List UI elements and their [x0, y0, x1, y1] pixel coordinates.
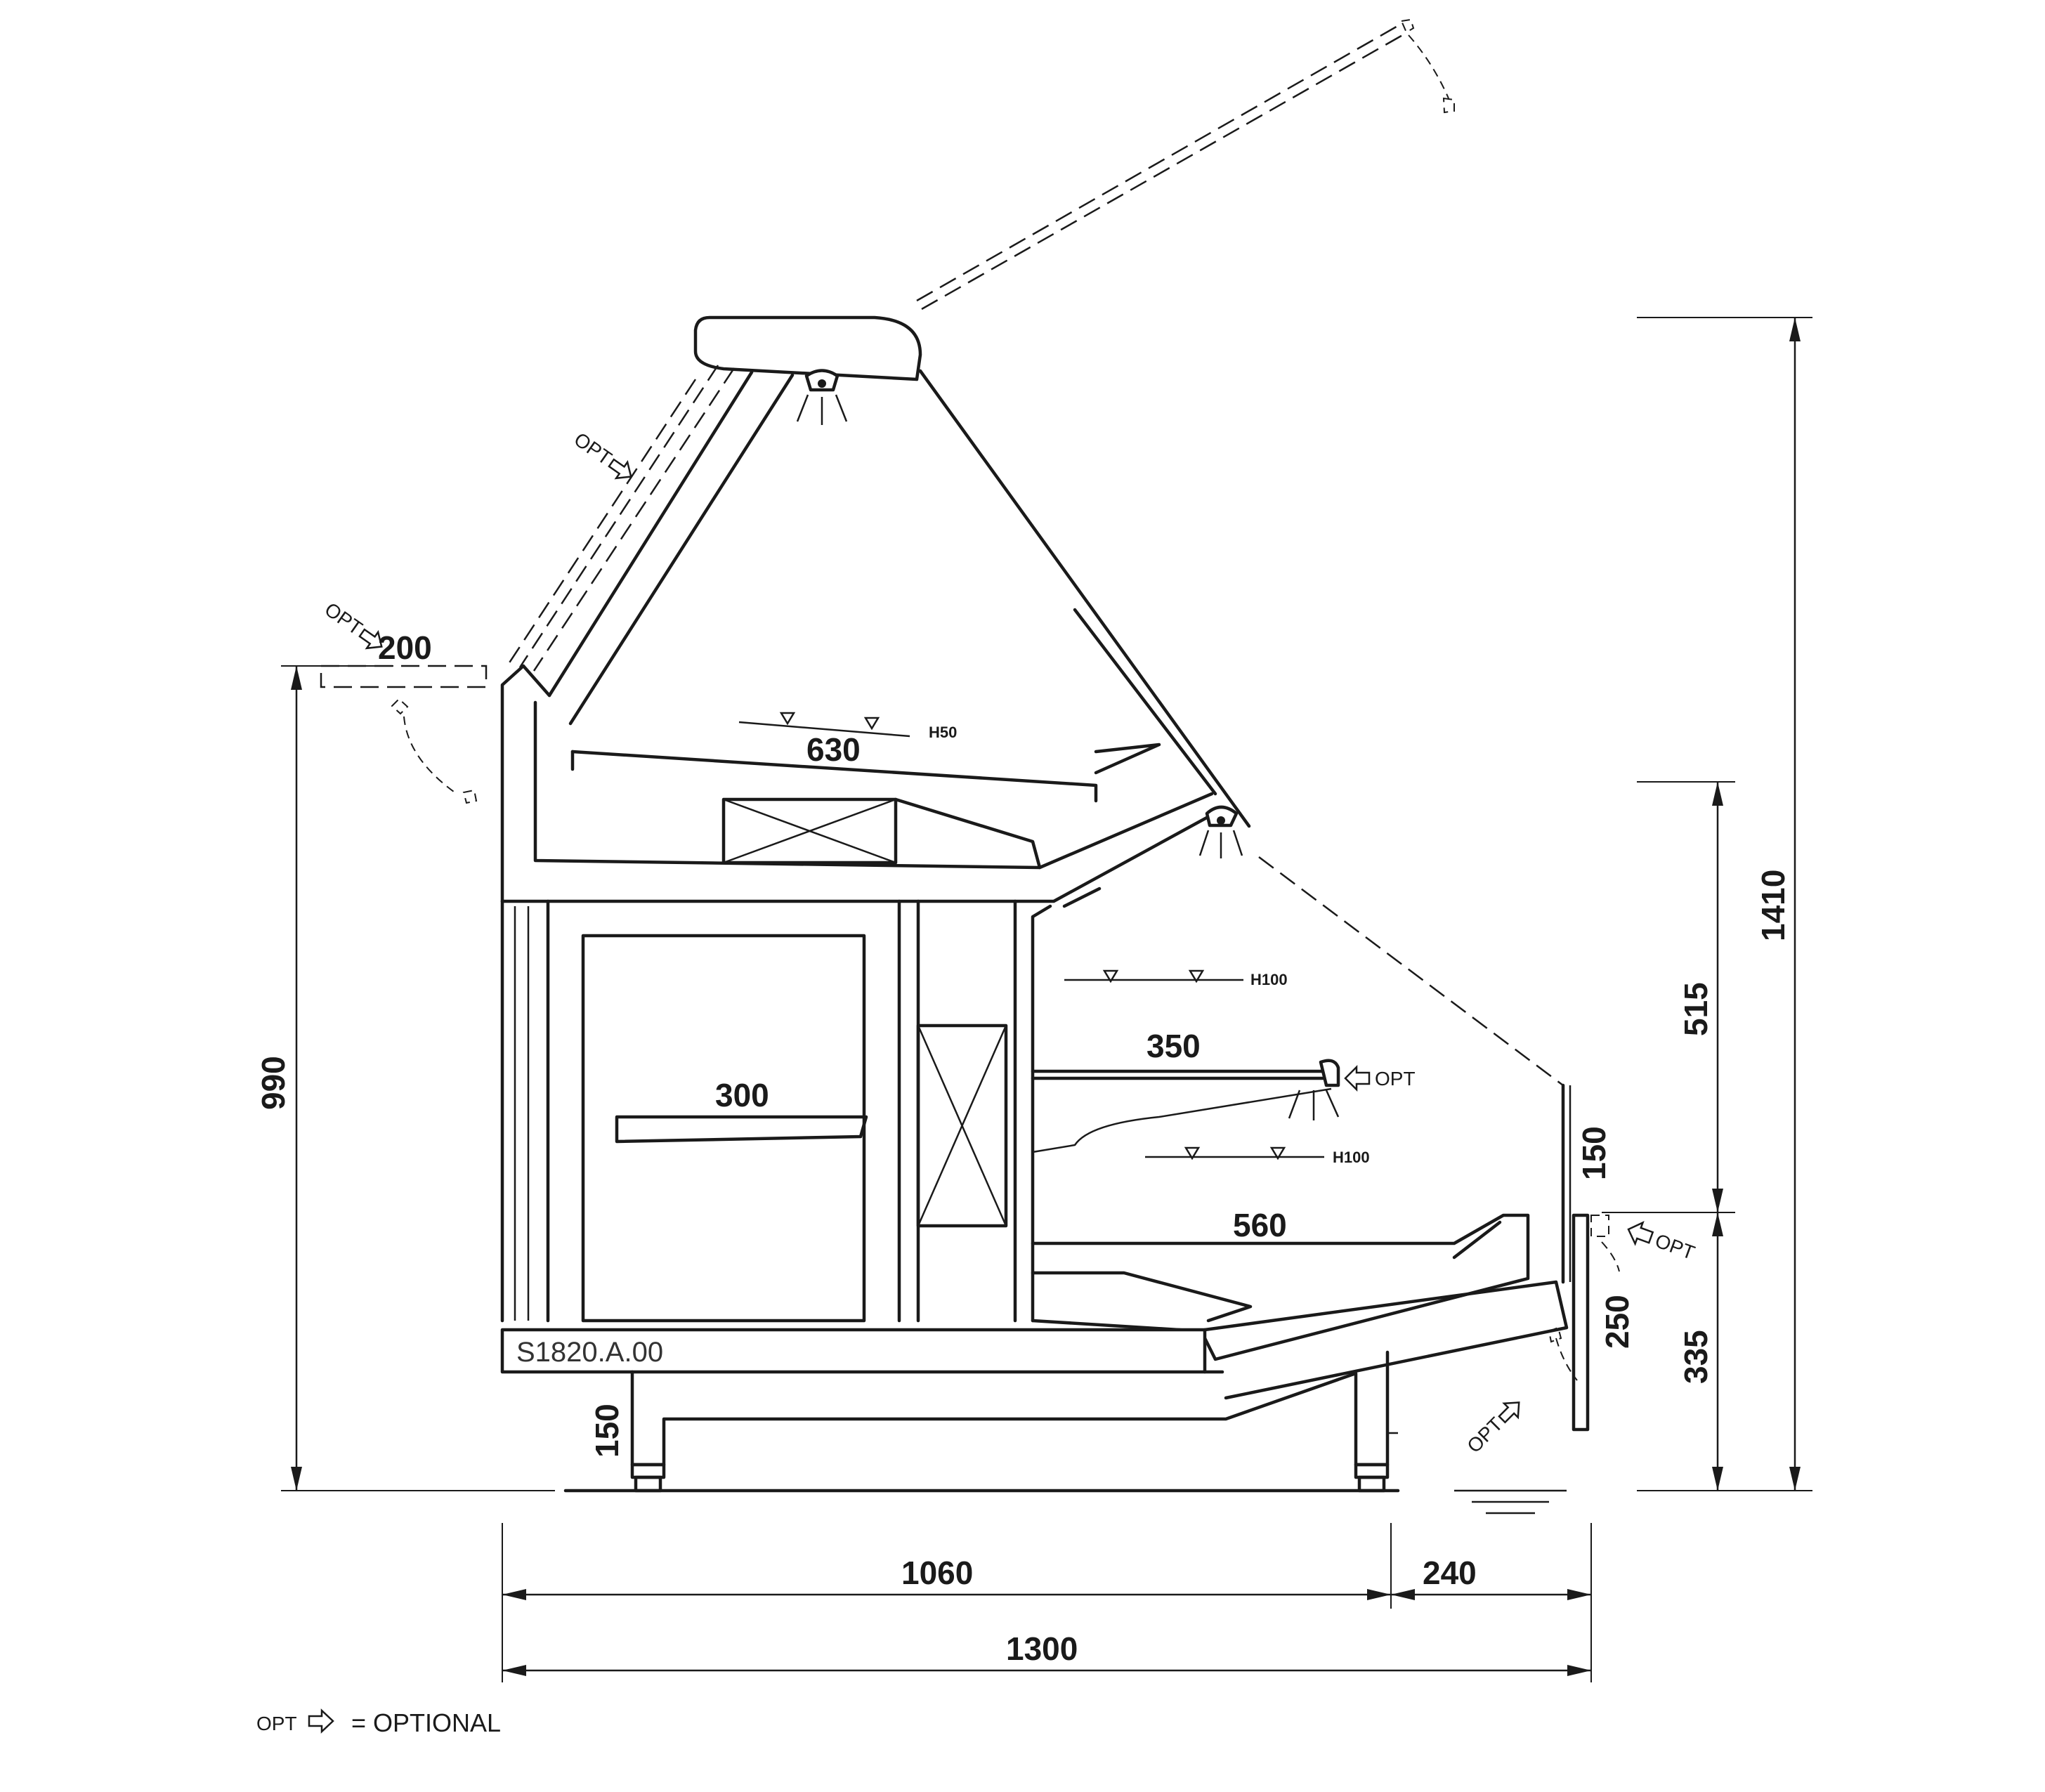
legend: OPT = OPTIONAL [256, 1708, 501, 1737]
opt-arrow-icon: OPT [1344, 1064, 1416, 1092]
feet-height-dimension: 150 [589, 1404, 625, 1458]
level-marker-icon [1064, 969, 1243, 983]
rear-extension-optional [320, 665, 488, 804]
lower-body [500, 887, 1590, 1432]
legend-optional-text: = OPTIONAL [351, 1708, 501, 1737]
opt-arrow-icon: OPT [1627, 1221, 1698, 1264]
front-glass [918, 369, 1564, 1086]
svg-text:OPT: OPT [570, 429, 616, 469]
ground-symbol [1454, 1489, 1567, 1515]
top-shelf-depth-label: 630 [806, 731, 861, 768]
storage-shelf-depth-label: 300 [715, 1077, 769, 1113]
lamp-icon [1198, 805, 1243, 858]
total-height-dimension: 1410 [1755, 870, 1791, 941]
deck-depth-label: 560 [1233, 1207, 1287, 1243]
opt-arrow-icon: OPT [570, 429, 632, 480]
lamp-icon [796, 369, 848, 425]
base-frame [500, 1280, 1569, 1493]
rear-column [506, 365, 795, 726]
h50-level-label: H50 [929, 724, 957, 741]
legend-opt-label: OPT [256, 1713, 297, 1734]
level-marker-icon [738, 712, 910, 738]
h100-lower-level-label: H100 [1333, 1149, 1370, 1166]
rear-height-dimension: 990 [255, 1056, 292, 1110]
kickplate-height-dimension: 250 [1599, 1295, 1635, 1349]
opt-arrow-icon [308, 1708, 334, 1734]
upper-front-height-dimension: 515 [1678, 982, 1714, 1036]
dimension-lines [281, 317, 1812, 1682]
canopy [693, 315, 922, 381]
model-code: S1820.A.00 [516, 1337, 663, 1368]
upper-display-well [500, 664, 1214, 903]
labels: 630 350 300 560 200 H50 H100 H100 1060 2… [255, 629, 1791, 1667]
base-depth-dimension: 1060 [901, 1555, 973, 1591]
lid-open-position [916, 18, 1455, 310]
total-depth-dimension: 1300 [1006, 1630, 1078, 1667]
front-glass-height-dimension: 150 [1576, 1126, 1612, 1180]
rear-extension-label: 200 [378, 629, 432, 666]
opt-arrow-icon: OPT [1463, 1401, 1520, 1458]
svg-text:OPT: OPT [1463, 1413, 1507, 1458]
svg-text:OPT: OPT [321, 599, 367, 639]
svg-text:OPT: OPT [1652, 1229, 1698, 1264]
level-marker-icon [1145, 1146, 1324, 1160]
opt-arrow-icon: OPT [321, 599, 383, 650]
upper-shelf-depth-label: 350 [1146, 1028, 1201, 1064]
h100-upper-level-label: H100 [1250, 971, 1288, 988]
front-optional-dashed [1548, 1215, 1620, 1381]
lower-front-height-dimension: 335 [1678, 1330, 1714, 1384]
front-overhang-dimension: 240 [1423, 1555, 1477, 1591]
svg-text:OPT: OPT [1375, 1068, 1416, 1090]
